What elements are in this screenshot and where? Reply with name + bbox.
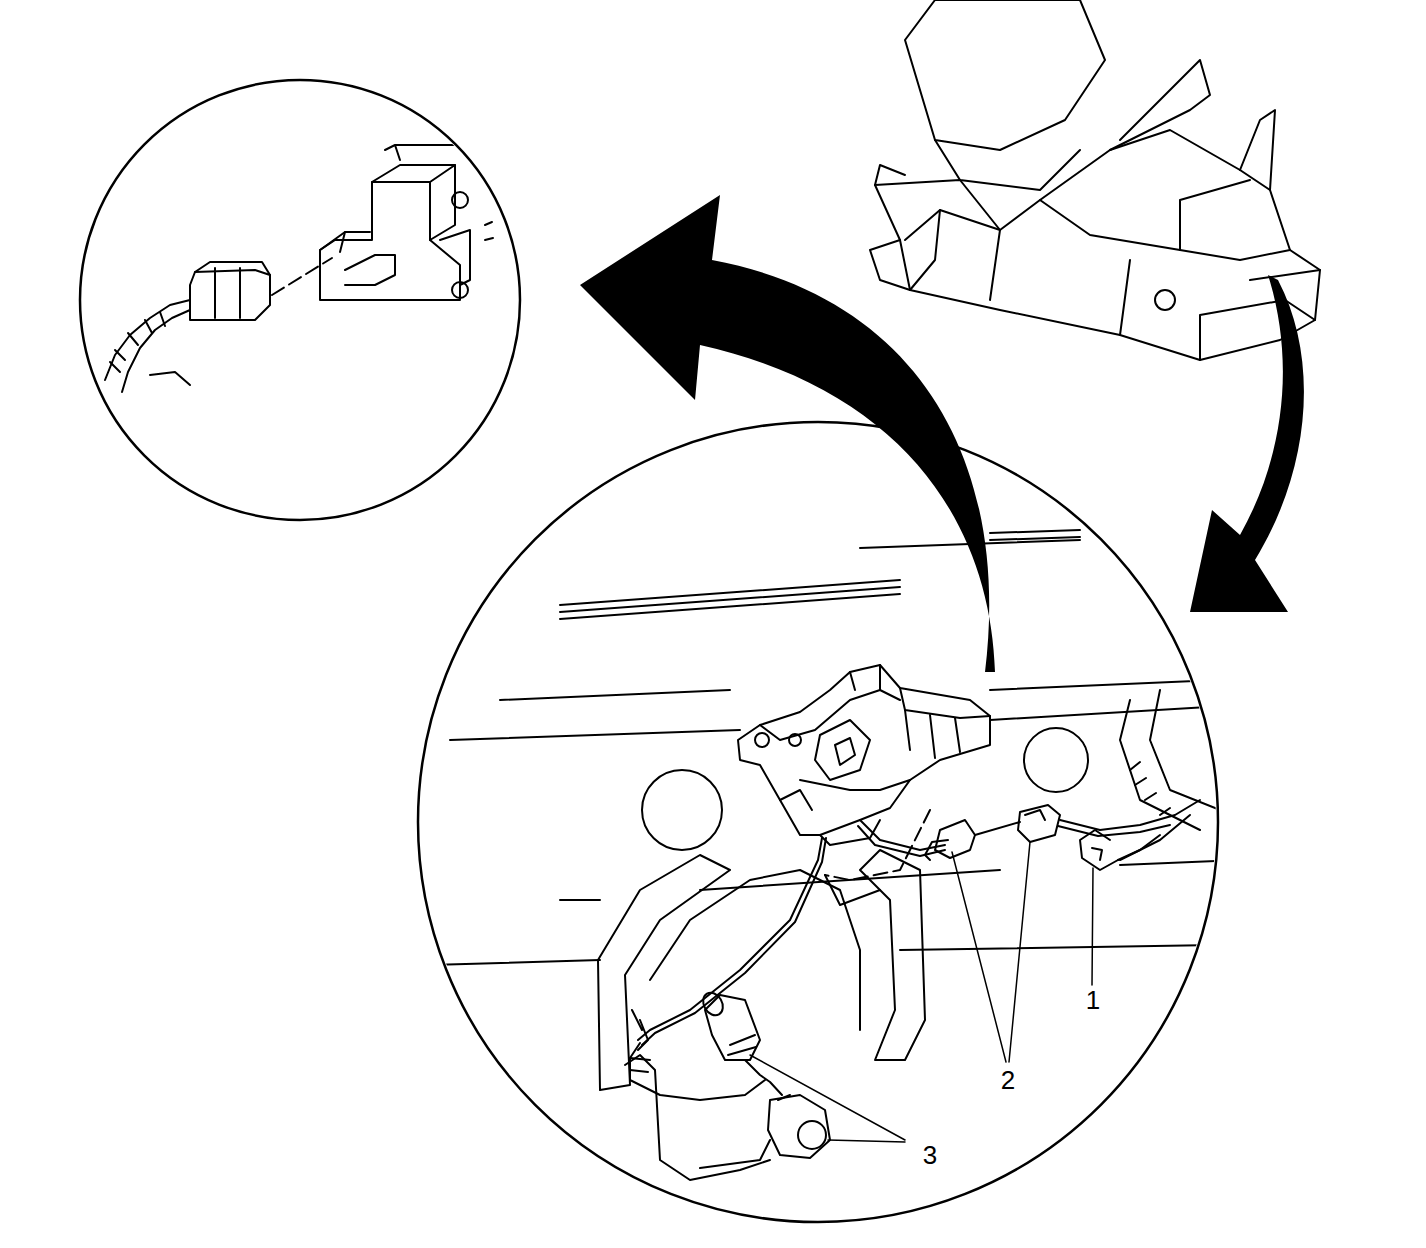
access-hole [642, 770, 722, 850]
trunk-lid-inner-view [430, 530, 1240, 1090]
latch-wiring [625, 810, 945, 1180]
callout-number: 3 [921, 1141, 939, 1169]
callout-number: 1 [1084, 986, 1102, 1014]
detail-circle [418, 422, 1218, 1222]
trunk-latch [738, 665, 990, 845]
connector-detail [105, 145, 493, 392]
view-arrow [580, 195, 995, 672]
access-hole [1024, 728, 1088, 792]
detail-circle [80, 80, 520, 520]
view-arrow [1190, 275, 1304, 612]
vehicle-outline [870, 0, 1320, 360]
harness-connector [925, 800, 1200, 870]
leader-line [750, 842, 1093, 1142]
callout-number: 2 [999, 1066, 1017, 1094]
lock-cylinder-switch [699, 989, 830, 1168]
